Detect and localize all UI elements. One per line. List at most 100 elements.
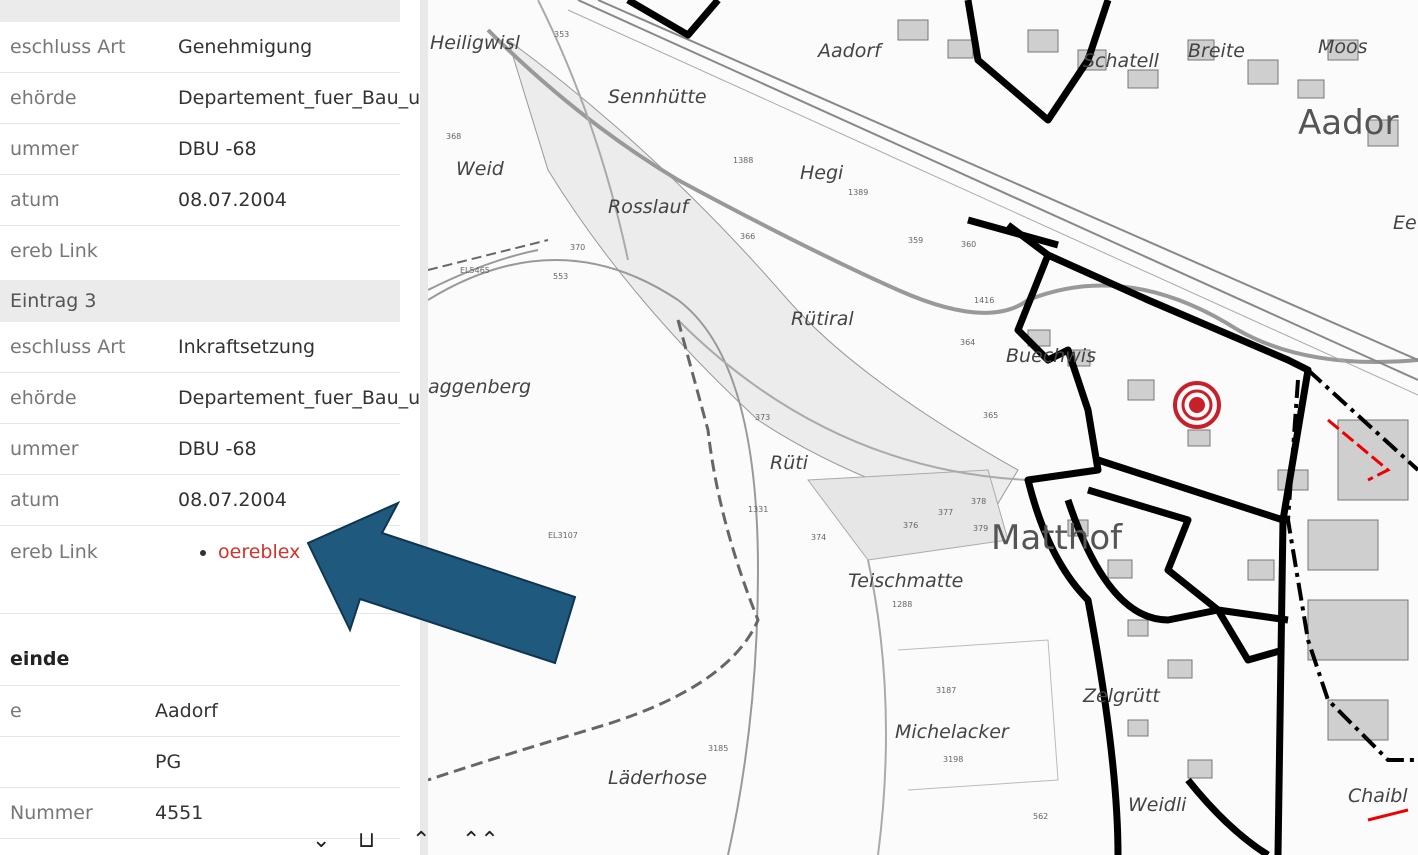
parcel-number: 370 [570,243,586,252]
map-view[interactable]: Heiligwisl Sennhütte Weid Hegi Rosslauf … [428,0,1418,855]
field-label: Nummer [10,802,93,824]
parcel-number: 366 [740,232,756,241]
parcel-number: 3198 [943,755,964,764]
place-label: Schatell [1083,50,1159,72]
field-label: ehörde [10,87,77,109]
chevron-up-icon[interactable]: ⌃ [412,828,431,853]
field-value: 08.07.2004 [178,489,287,511]
field-row-behoerde: ehörde Departement_fuer_Bau_ur [0,373,420,424]
field-label: ummer [10,438,79,460]
parcel-number: 365 [983,411,999,420]
entry-header-3: Eintrag 3 [0,280,400,322]
field-row-behoerde: ehörde Departement_fuer_Bau_ur [0,73,420,124]
parcel-number: 368 [446,132,462,141]
chevron-down-icon[interactable]: ⌄ [312,828,331,853]
map-canvas [428,0,1418,855]
parcel-number: 376 [903,521,919,530]
parcel-number: 3187 [936,686,957,695]
parcel-number: 1416 [974,296,995,305]
place-label: Teischmatte [848,570,964,592]
parcel-number: 359 [908,236,924,245]
field-row-oereb-link: ereb Link [0,226,400,276]
parcel-number: 1389 [848,188,869,197]
field-label: ereb Link [10,541,98,563]
field-label: atum [10,489,60,511]
location-marker-icon[interactable] [1173,381,1221,429]
place-label: Moos [1318,36,1368,58]
field-value: DBU -68 [178,138,257,160]
parcel-number: EL5465 [460,266,490,275]
field-row-nummer: ummer DBU -68 [0,124,400,175]
place-label: Sennhütte [608,86,707,108]
parcel-number: 377 [938,508,954,517]
field-value: Genehmigung [178,36,313,58]
place-label: Aador [1298,103,1399,143]
place-label: Heiligwisl [430,32,520,54]
parcel-number: 562 [1033,812,1049,821]
place-label: Breite [1188,40,1245,62]
fit-extent-icon[interactable]: ⊔ [358,828,376,853]
field-label: atum [10,189,60,211]
field-row-oereb-link: ereb Link oereblex [0,527,400,614]
field-value: DBU -68 [178,438,257,460]
oereblex-link[interactable]: oereblex [218,541,301,563]
parcel-number: 3185 [708,744,729,753]
parcel-number: 1388 [733,156,754,165]
field-value: Aadorf [155,700,218,722]
place-label: Läderhose [608,767,708,789]
info-panel: eschluss Art Genehmigung ehörde Departem… [0,0,420,855]
place-label: Matthof [991,518,1123,558]
field-row-bfs-nummer: Nummer 4551 [0,788,400,839]
place-label: Zelgrütt [1083,685,1160,707]
field-row-datum: atum 08.07.2004 [0,475,400,526]
place-label: Chaibl [1348,785,1408,807]
section-title-gemeinde: einde [10,648,70,670]
field-value: 4551 [155,802,204,824]
parcel-number: 379 [973,524,989,533]
parcel-number: 1331 [748,505,769,514]
parcel-number: 373 [755,413,771,422]
field-row-kanton: PG [0,737,400,788]
place-label: Weid [456,158,504,180]
place-label: Rüti [770,452,808,474]
field-row-beschluss-art: eschluss Art Genehmigung [0,22,400,73]
entry-header-label: Eintrag 3 [10,290,97,312]
place-label: Weidli [1128,794,1187,816]
place-label: Rosslauf [608,196,689,218]
field-label: eschluss Art [10,336,126,358]
field-label: e [10,700,22,722]
field-value: Departement_fuer_Bau_ur [178,387,420,409]
parcel-number: 364 [960,338,976,347]
parcel-number: 374 [811,533,827,542]
parcel-number: 353 [554,30,570,39]
field-row-datum: atum 08.07.2004 [0,175,400,226]
field-label: ehörde [10,387,77,409]
chevrons-up-icon[interactable]: ⌃⌃ [462,828,499,853]
parcel-number: 553 [553,272,569,281]
field-row-name: e Aadorf [0,685,400,737]
field-value: 08.07.2004 [178,189,287,211]
parcel-number: EL3107 [548,531,578,540]
field-label: ereb Link [10,240,98,262]
panel-resize-handle[interactable] [420,0,428,855]
field-value: Inkraftsetzung [178,336,316,358]
place-label: Aadorf [818,40,881,62]
place-label: Buechwis [1006,345,1096,367]
entry-header-2 [0,0,400,22]
field-value: Departement_fuer_Bau_ur [178,87,420,109]
place-label: Ee [1393,212,1417,234]
field-label: eschluss Art [10,36,126,58]
bullet-icon [200,549,206,556]
parcel-number: 378 [971,497,987,506]
place-label: Rütiral [791,308,854,330]
field-label: ummer [10,138,79,160]
parcel-number: 1288 [892,600,913,609]
field-row-nummer: ummer DBU -68 [0,424,400,475]
annotation-arrow-icon [306,500,577,665]
field-row-beschluss-art: eschluss Art Inkraftsetzung [0,322,400,373]
place-label: Michelacker [895,721,1009,743]
place-label: Hegi [800,162,844,184]
field-value: PG [155,751,182,773]
link-list: oereblex [200,527,300,577]
parcel-number: 360 [961,240,977,249]
